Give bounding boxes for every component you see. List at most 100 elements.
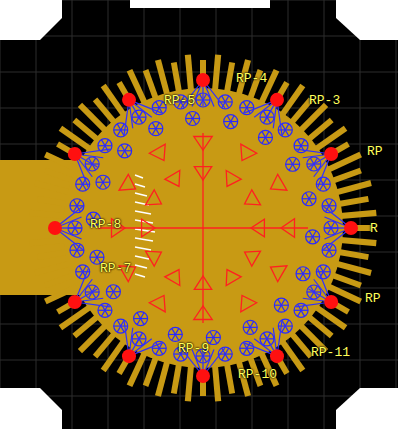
mesh-mark <box>135 175 143 178</box>
load-arrow <box>245 190 261 205</box>
load-arrow <box>194 137 212 151</box>
reference-point-label: RP-7 <box>100 262 131 276</box>
coupling-spoke <box>326 244 333 256</box>
mesh-mark <box>135 238 153 241</box>
mesh-mark <box>135 193 147 196</box>
reference-point-label: RP-10 <box>238 368 277 382</box>
load-arrow <box>165 171 180 187</box>
load-arrow <box>271 266 287 282</box>
coupling-spoke <box>282 124 289 136</box>
load-arrow <box>226 270 241 286</box>
coupling-rosette <box>302 192 316 206</box>
coupling-rosette <box>149 122 163 136</box>
coupling-spoke <box>326 244 333 256</box>
load-arrow <box>146 190 162 205</box>
reference-point <box>68 147 82 161</box>
load-arrow <box>194 167 211 180</box>
load-arrow <box>241 296 257 312</box>
coupling-spoke <box>210 331 217 343</box>
coupling-spoke <box>326 200 333 212</box>
reference-point-label: RP-3 <box>309 94 340 108</box>
coupling-spoke <box>93 251 100 263</box>
reference-point-label: RP-11 <box>311 346 350 360</box>
coupling-spoke <box>73 244 80 256</box>
reference-point <box>196 73 210 87</box>
reference-point-label: RP <box>367 145 383 159</box>
reference-point <box>122 349 136 363</box>
coupling-spoke <box>117 320 124 332</box>
coupling-spoke <box>210 331 217 343</box>
gear-tooth <box>212 362 221 401</box>
reference-point <box>324 295 338 309</box>
mesh-mark <box>135 211 151 214</box>
coupling-spoke <box>93 251 100 263</box>
gear-tooth <box>212 54 221 93</box>
reference-point-label: RP-9 <box>178 342 209 356</box>
coupling-spoke <box>73 200 80 212</box>
reference-point-label: RP-8 <box>90 218 121 232</box>
coupling-rosette <box>286 157 300 171</box>
load-arrow <box>245 251 261 266</box>
coupling-spoke <box>110 286 117 298</box>
grid-line <box>396 0 397 429</box>
coupling-spoke <box>282 320 289 332</box>
load-arrow <box>149 144 165 160</box>
gear-tooth <box>185 54 194 93</box>
coupling-spoke <box>247 321 254 333</box>
coupling-spoke <box>227 115 234 127</box>
coupling-rosette <box>296 267 310 281</box>
mesh-mark <box>135 265 147 268</box>
coupling-spoke <box>306 193 313 205</box>
coupling-spoke <box>110 286 117 298</box>
coupling-spoke <box>326 200 333 212</box>
coupling-spoke <box>172 328 179 340</box>
coupling-spoke <box>247 321 254 333</box>
mesh-mark <box>135 184 145 187</box>
load-arrow <box>194 276 211 289</box>
coupling-rosette <box>243 320 257 334</box>
mesh-mark <box>135 256 149 259</box>
reference-point <box>270 349 284 363</box>
coupling-spoke <box>309 231 316 243</box>
coupling-spoke <box>137 313 144 325</box>
coupling-spoke <box>289 158 296 170</box>
coupling-spoke <box>99 176 106 188</box>
coupling-spoke <box>121 145 128 157</box>
coupling-rosette <box>274 298 288 312</box>
coupling-spoke <box>282 320 289 332</box>
load-arrow <box>281 219 295 237</box>
load-arrow <box>241 144 257 160</box>
load-arrow <box>271 174 287 190</box>
reference-point-label: RP <box>365 292 381 306</box>
reference-point <box>344 221 358 235</box>
coupling-spoke <box>300 268 307 280</box>
load-line <box>98 227 308 228</box>
load-arrow <box>165 270 180 286</box>
mesh-mark <box>135 274 145 277</box>
coupling-spoke <box>278 299 285 311</box>
coupling-rosette <box>118 144 132 158</box>
load-arrow <box>142 219 155 236</box>
grid-line <box>0 396 398 397</box>
coupling-rosette <box>168 327 182 341</box>
coupling-spoke <box>282 124 289 136</box>
gear-tooth <box>337 237 376 246</box>
reference-point <box>270 93 284 107</box>
coupling-spoke <box>309 231 316 243</box>
coupling-rosette <box>186 111 200 125</box>
grid-line <box>0 36 398 37</box>
reference-point-label: RP-4 <box>236 72 267 86</box>
coupling-spoke <box>262 131 269 143</box>
coupling-rosette <box>106 285 120 299</box>
coupling-spoke <box>306 193 313 205</box>
coupling-spoke <box>189 112 196 124</box>
reference-point <box>122 93 136 107</box>
reference-point <box>324 147 338 161</box>
reference-point-label: R <box>370 222 378 236</box>
coupling-spoke <box>300 268 307 280</box>
reference-point <box>196 369 210 383</box>
load-arrow <box>146 251 162 266</box>
coupling-rosette <box>134 312 148 326</box>
load-arrow <box>194 306 212 320</box>
